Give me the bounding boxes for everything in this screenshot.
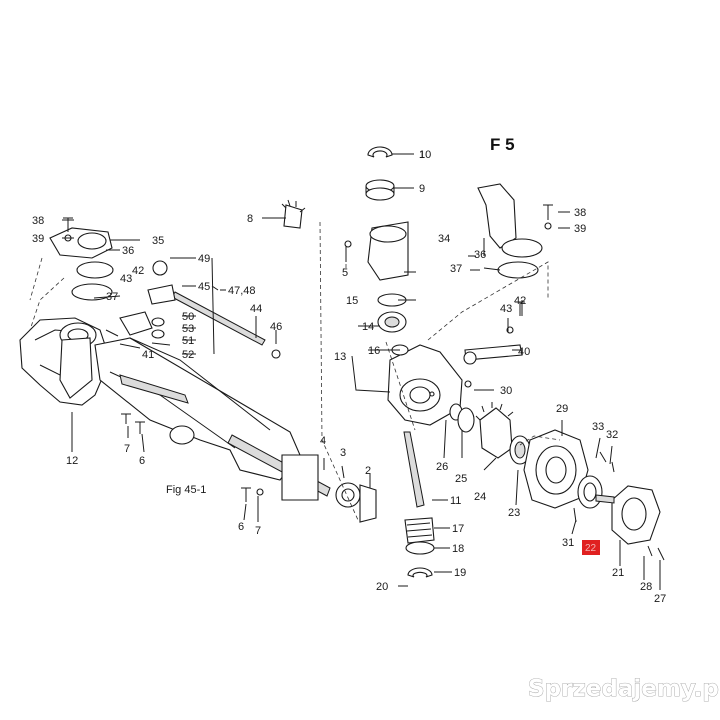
part-label: 32 bbox=[606, 429, 618, 441]
watermark: Sprzedajemy.pl bbox=[528, 676, 720, 703]
part-label: 53 bbox=[182, 323, 194, 335]
part-label: 20 bbox=[376, 581, 388, 593]
part-label: 43 bbox=[120, 273, 132, 285]
part-label: 38 bbox=[32, 215, 44, 227]
part-label: 1 bbox=[419, 149, 425, 161]
part-label: 33 bbox=[592, 421, 604, 433]
part-label: 15 bbox=[346, 295, 358, 307]
part-label: 44 bbox=[250, 303, 262, 315]
part-label: 52 bbox=[182, 349, 194, 361]
part-label: 38 bbox=[574, 207, 586, 219]
part-label: 40 bbox=[518, 346, 530, 358]
part-label: 16 bbox=[368, 345, 380, 357]
part-label: 50 bbox=[182, 311, 194, 323]
part-label: 39 bbox=[574, 223, 586, 235]
part-number-labels: 1 2 3 4 5 6 6 7 7 8 9 10 11 12 13 14 15 … bbox=[32, 149, 666, 605]
part-label: 45 bbox=[198, 281, 210, 293]
part-label: 39 bbox=[32, 233, 44, 245]
part-label: 36 bbox=[122, 245, 134, 257]
leader-lines bbox=[62, 153, 661, 590]
part-label: 42 bbox=[132, 265, 144, 277]
part-label: 37 bbox=[106, 291, 118, 303]
part-label: 6 bbox=[238, 521, 244, 533]
part-label: 26 bbox=[436, 461, 448, 473]
part-label: 14 bbox=[362, 321, 374, 333]
part-label: 51 bbox=[182, 335, 194, 347]
part-label: 27 bbox=[654, 593, 666, 605]
part-label: 36 bbox=[474, 249, 486, 261]
part-label: 30 bbox=[500, 385, 512, 397]
part-label: 49 bbox=[198, 253, 210, 265]
highlighted-part-marker[interactable]: 22 bbox=[582, 540, 600, 555]
part-label: 41 bbox=[142, 349, 154, 361]
part-label: 19 bbox=[454, 567, 466, 579]
diagram-title: F 5 bbox=[490, 135, 515, 154]
part-label: 42 bbox=[514, 295, 526, 307]
part-label: 25 bbox=[455, 473, 467, 485]
part-label: 21 bbox=[612, 567, 624, 579]
part-label: 17 bbox=[452, 523, 464, 535]
part-label: 3 bbox=[340, 447, 346, 459]
part-label: 29 bbox=[556, 403, 568, 415]
part-label: 4 bbox=[320, 435, 326, 447]
highlighted-part-label: 22 bbox=[585, 543, 597, 554]
part-label: 37 bbox=[450, 263, 462, 275]
part-label: 47,48 bbox=[228, 285, 256, 297]
part-label: 9 bbox=[419, 183, 425, 195]
part-label: 11 bbox=[450, 495, 461, 507]
part-label: 6 bbox=[139, 455, 145, 467]
part-label: 7 bbox=[124, 443, 130, 455]
part-label: 8 bbox=[247, 213, 253, 225]
part-label: 35 bbox=[152, 235, 164, 247]
part-label: 43 bbox=[500, 303, 512, 315]
part-label: 18 bbox=[452, 543, 464, 555]
part-label: 46 bbox=[270, 321, 282, 333]
part-label: 31 bbox=[562, 537, 574, 549]
part-label: 34 bbox=[438, 233, 450, 245]
figure-reference: Fig 45-1 bbox=[166, 484, 206, 496]
part-label: 5 bbox=[342, 267, 348, 279]
axle-drawing bbox=[19, 146, 665, 578]
part-label: 10 bbox=[419, 149, 431, 161]
part-label: 7 bbox=[255, 525, 261, 537]
watermark-text: Sprzedajemy.pl bbox=[528, 676, 720, 702]
part-label: 2 bbox=[365, 465, 371, 477]
part-label: 28 bbox=[640, 581, 652, 593]
part-label: 13 bbox=[334, 351, 346, 363]
part-label: 23 bbox=[508, 507, 520, 519]
part-label: 12 bbox=[66, 455, 78, 467]
part-label: 24 bbox=[474, 491, 486, 503]
